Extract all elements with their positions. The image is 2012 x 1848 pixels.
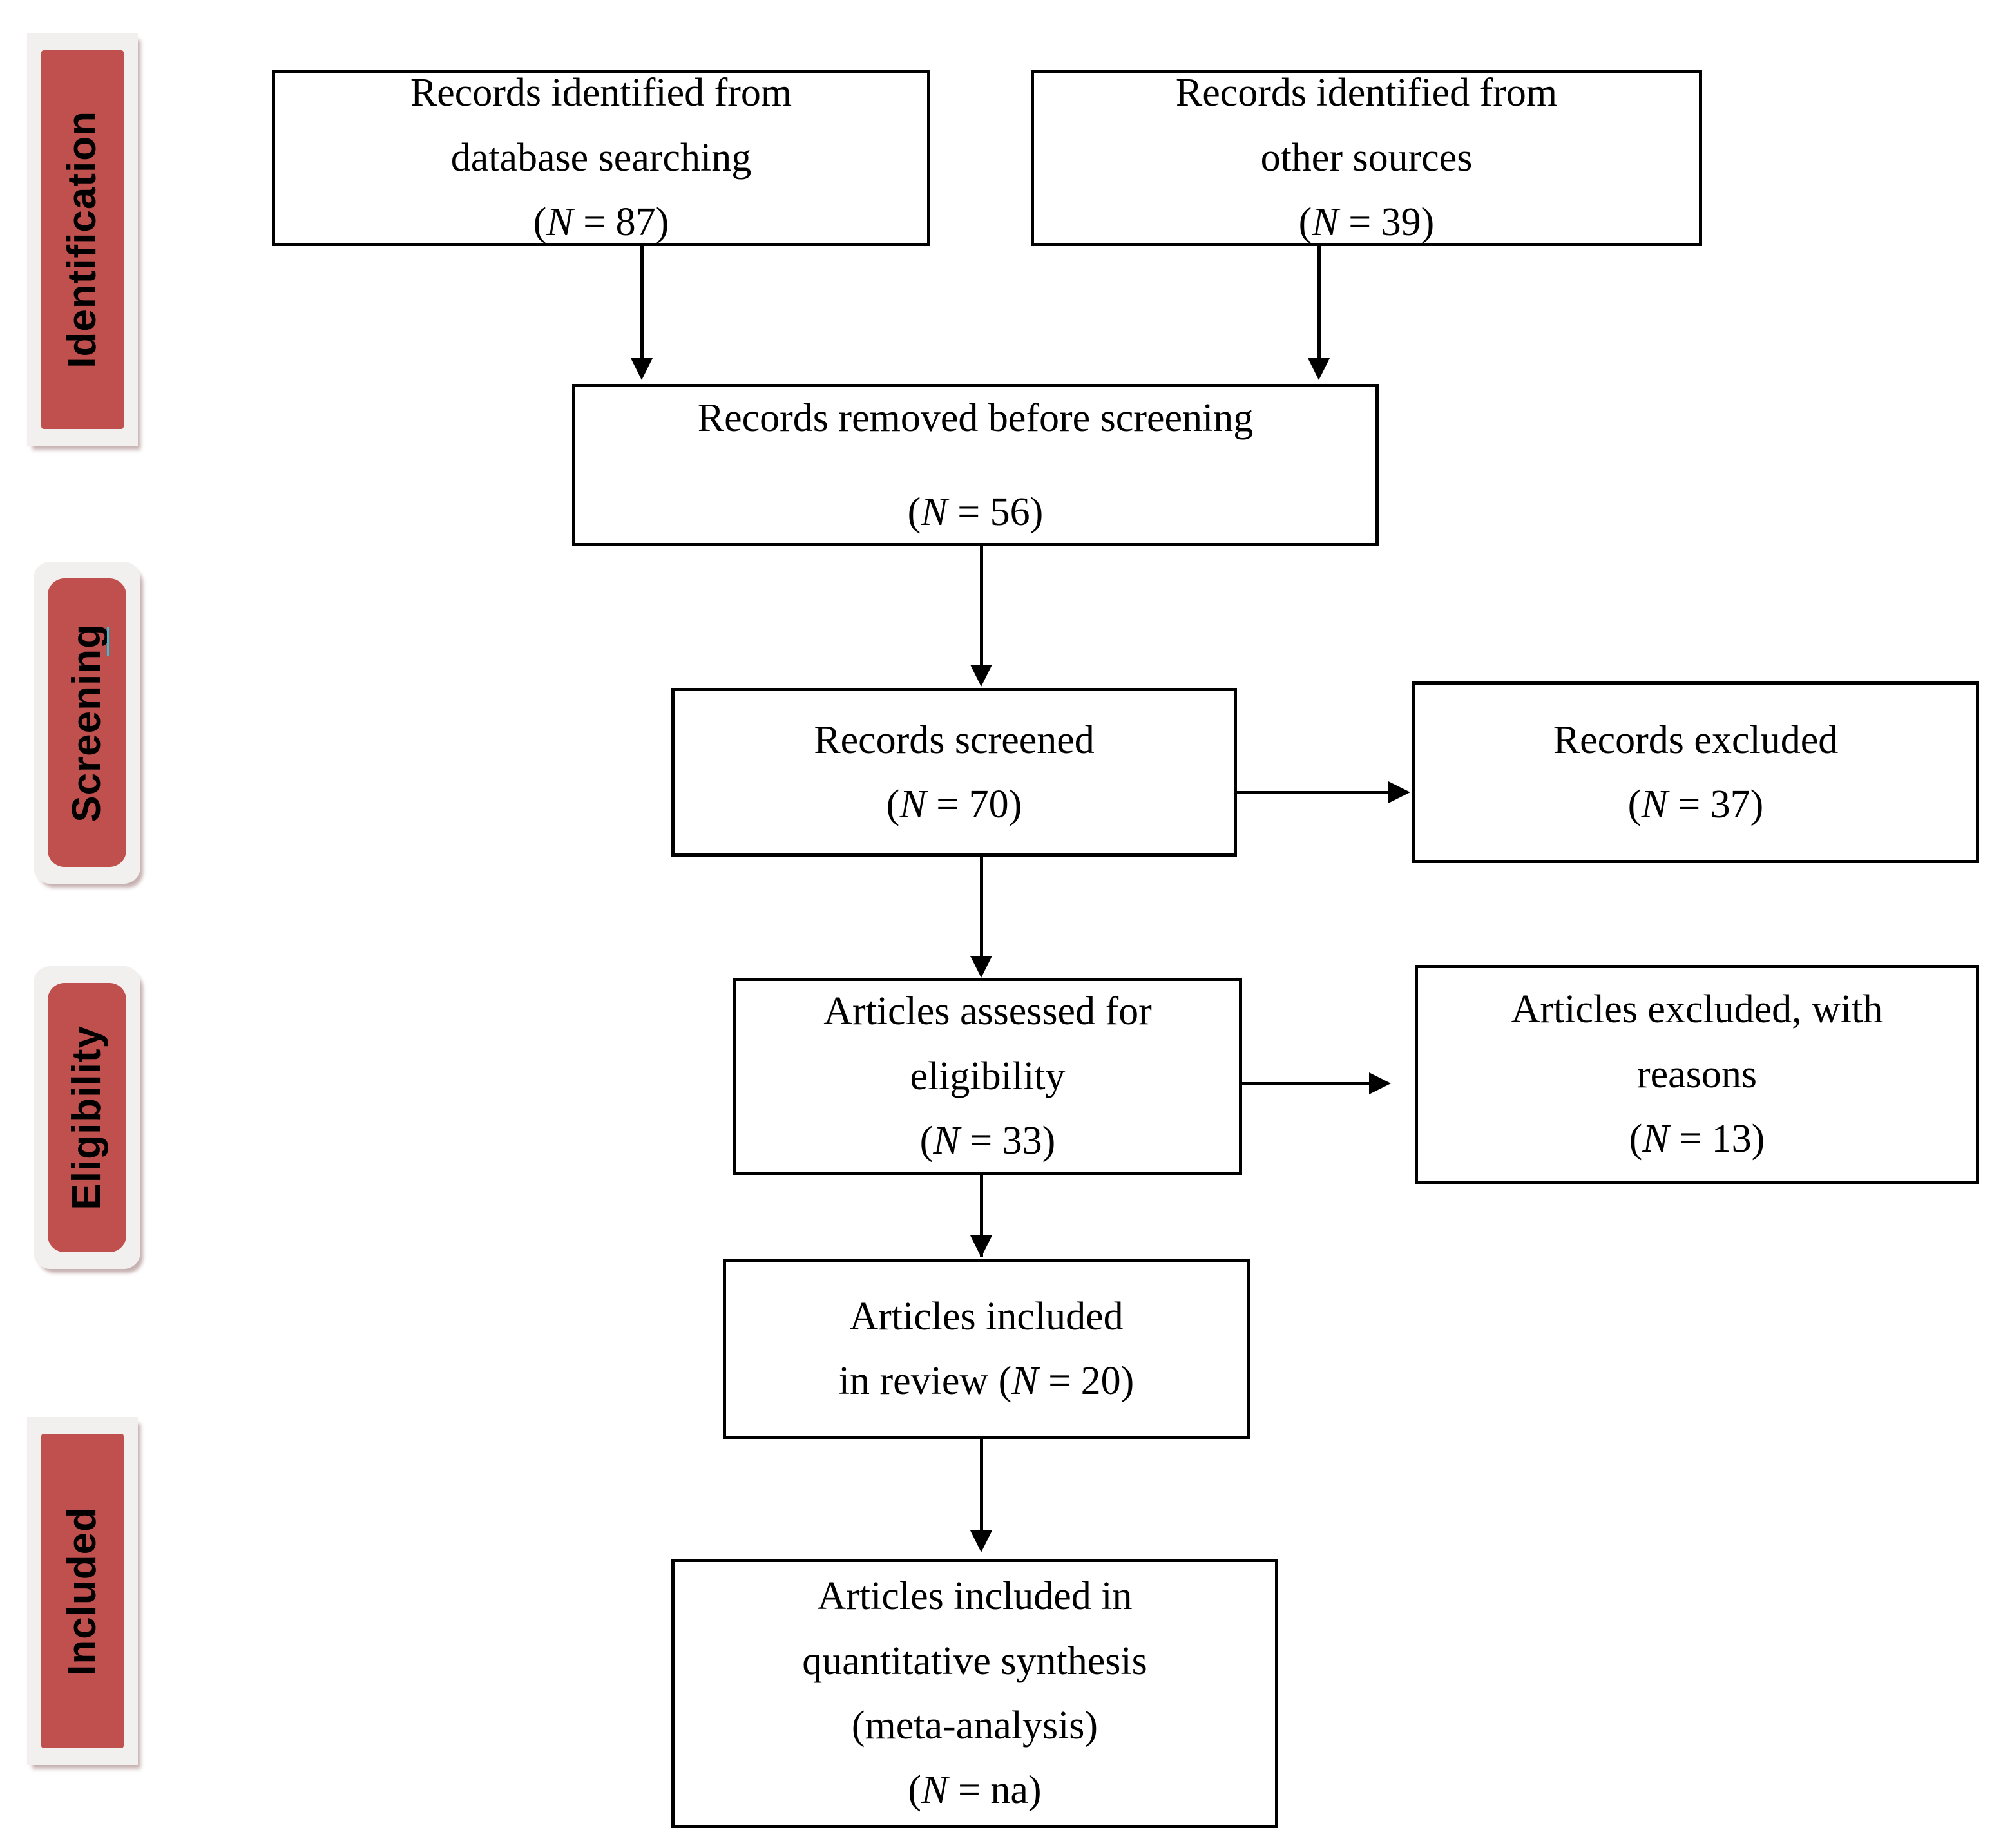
- arrowhead-assessed-to-included: [970, 1235, 992, 1257]
- node-records-excluded: Records excluded (N = 37): [1412, 681, 1979, 863]
- connector-screened-to-excluded: [1237, 791, 1390, 794]
- node-count: (N = 13): [1629, 1117, 1765, 1161]
- arrowhead-assessed-to-excluded: [1369, 1072, 1391, 1094]
- node-line: Articles excluded, with: [1511, 987, 1883, 1032]
- stage-label-eligibility: Eligibility: [34, 966, 140, 1269]
- node-line: Records identified from: [1175, 71, 1558, 115]
- node-articles-included-in-review: Articles included in review (N = 20): [723, 1259, 1250, 1439]
- node-count: (N = 87): [533, 200, 669, 245]
- node-count: (N = 37): [1627, 783, 1764, 826]
- arrowhead-db-to-removed: [631, 358, 653, 380]
- arrowhead-screened-to-assessed: [970, 956, 992, 978]
- stage-included-text: Included: [60, 1506, 104, 1676]
- arrowhead-review-to-quantitative: [970, 1530, 992, 1552]
- node-records-identified-database: Records identified from database searchi…: [272, 70, 930, 246]
- stage-identification-text: Identification: [60, 111, 104, 368]
- stage-eligibility-fill: Eligibility: [48, 983, 126, 1252]
- connector-removed-to-screened: [980, 546, 983, 674]
- connector-screened-to-assessed: [980, 857, 983, 965]
- arrowhead-removed-to-screened: [970, 665, 992, 687]
- node-count: (N = na): [908, 1768, 1042, 1813]
- node-count: in review (N = 20): [838, 1359, 1135, 1403]
- node-line: Articles included in: [817, 1574, 1133, 1619]
- node-count: (N = 56): [907, 490, 1044, 534]
- node-line: Articles included: [849, 1294, 1124, 1338]
- node-line: Records excluded: [1553, 718, 1839, 762]
- node-line: reasons: [1637, 1052, 1757, 1096]
- connector-db-to-removed: [640, 246, 644, 366]
- node-records-identified-other: Records identified from other sources (N…: [1031, 70, 1702, 246]
- stage-label-identification: Identification: [27, 33, 138, 446]
- node-articles-assessed-for-eligibility: Articles assessed for eligibility (N = 3…: [733, 978, 1242, 1175]
- node-line: Records screened: [814, 718, 1095, 762]
- node-records-removed-before-screening: Records removed before screening (N = 56…: [572, 384, 1379, 546]
- stage-screening-text: Screening: [64, 623, 109, 823]
- arrowhead-other-to-removed: [1308, 358, 1330, 380]
- node-line: database searching: [450, 135, 752, 180]
- stage-screening-fill: Screening: [48, 578, 126, 867]
- node-records-screened: Records screened (N = 70): [671, 688, 1237, 857]
- stage-label-included: Included: [27, 1417, 138, 1765]
- node-line: (meta-analysis): [851, 1704, 1098, 1748]
- node-line: Records removed before screening: [697, 395, 1254, 440]
- stage-identification-fill: Identification: [41, 50, 124, 429]
- node-count: (N = 70): [886, 783, 1022, 826]
- node-line: eligibility: [910, 1054, 1066, 1098]
- node-line: Articles assessed for: [823, 989, 1152, 1034]
- connector-assessed-to-excluded: [1242, 1082, 1371, 1085]
- node-line: other sources: [1260, 135, 1473, 180]
- stage-label-screening: Screening: [34, 562, 140, 884]
- node-line: quantitative synthesis: [802, 1639, 1147, 1683]
- node-count: (N = 33): [919, 1119, 1056, 1163]
- connector-review-to-quantitative: [980, 1439, 983, 1542]
- node-articles-excluded-with-reasons: Articles excluded, with reasons (N = 13): [1415, 965, 1979, 1184]
- node-articles-included-quantitative-synthesis: Articles included in quantitative synthe…: [671, 1559, 1278, 1828]
- arrowhead-screened-to-excluded: [1388, 781, 1410, 803]
- stage-eligibility-text: Eligibility: [64, 1025, 109, 1210]
- node-line: Records identified from: [410, 71, 792, 115]
- text-cursor-artifact: [107, 627, 109, 656]
- connector-other-to-removed: [1317, 246, 1321, 366]
- stage-included-fill: Included: [41, 1434, 124, 1748]
- node-count: (N = 39): [1298, 200, 1435, 245]
- connector-assessed-to-included: [980, 1175, 983, 1257]
